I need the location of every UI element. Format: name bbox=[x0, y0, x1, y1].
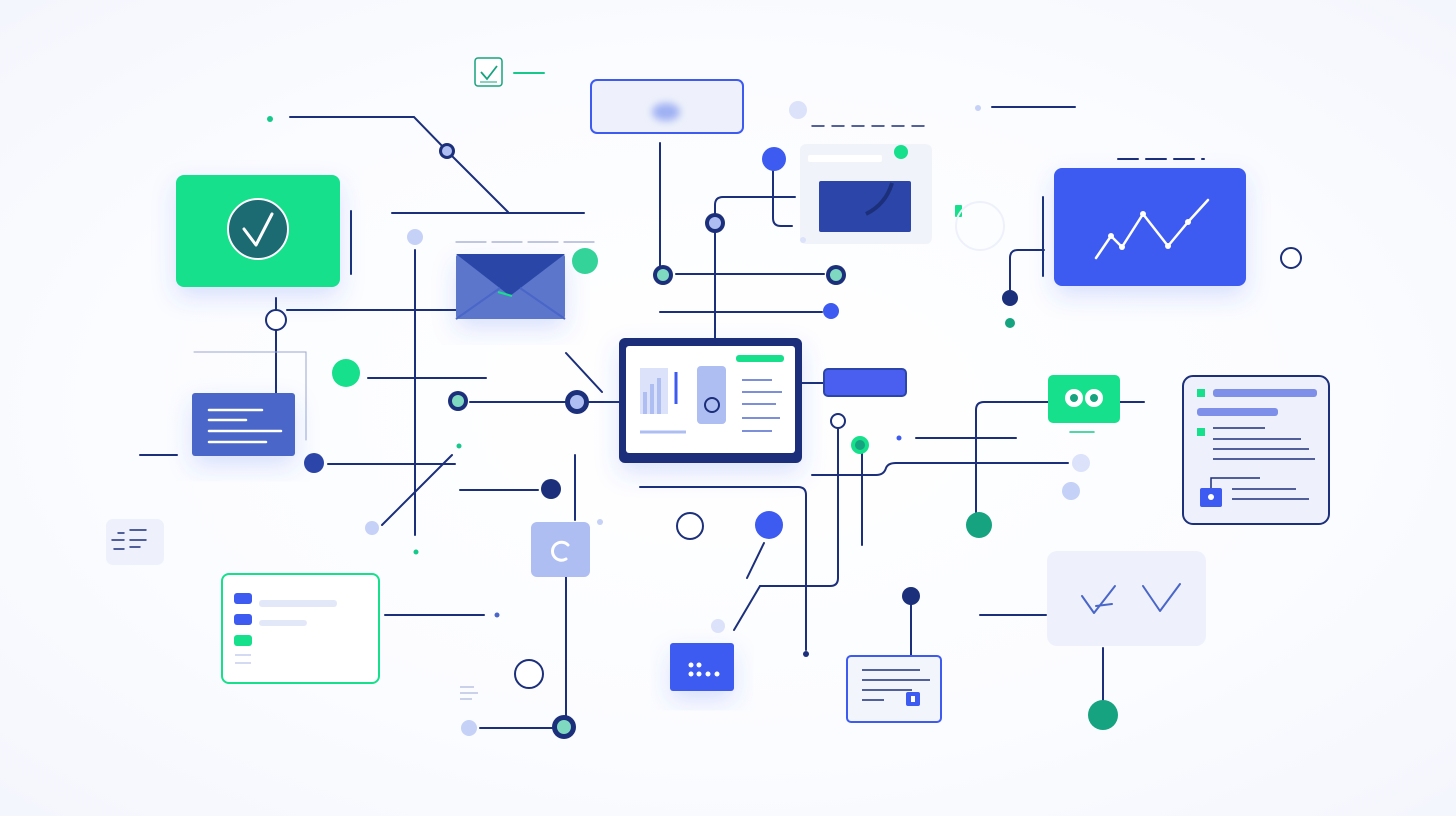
node-dot bbox=[975, 105, 981, 111]
node-dot bbox=[597, 519, 603, 525]
spinner-tile[interactable] bbox=[531, 522, 590, 577]
node-green[interactable] bbox=[894, 145, 908, 159]
toggle-badge[interactable] bbox=[1048, 375, 1120, 423]
node-ring[interactable] bbox=[851, 436, 869, 454]
node-light[interactable] bbox=[365, 521, 379, 535]
checkmark-icon bbox=[227, 198, 289, 260]
node-light[interactable] bbox=[461, 720, 477, 736]
lock-card[interactable] bbox=[846, 655, 942, 723]
node-navy[interactable] bbox=[902, 587, 920, 605]
connector-lines bbox=[139, 72, 1145, 729]
list-icon bbox=[111, 529, 147, 550]
node-hollow[interactable] bbox=[830, 413, 846, 429]
double-check-icon bbox=[1081, 583, 1181, 614]
node-navy[interactable] bbox=[304, 453, 324, 473]
node-ring[interactable] bbox=[826, 265, 846, 285]
node-dot bbox=[896, 435, 902, 441]
connector-line bbox=[639, 486, 807, 651]
connector-line bbox=[733, 427, 839, 631]
checkbox-icon bbox=[480, 65, 498, 83]
toggle-icon bbox=[1065, 389, 1103, 407]
document-card[interactable] bbox=[1182, 375, 1330, 525]
document-icon bbox=[1197, 389, 1317, 507]
glow-blob bbox=[652, 103, 680, 121]
node-navy[interactable] bbox=[1002, 290, 1018, 306]
node-ring[interactable] bbox=[653, 265, 673, 285]
list-card[interactable] bbox=[221, 573, 380, 684]
connector-line bbox=[1009, 249, 1045, 291]
trend-card[interactable] bbox=[1054, 168, 1246, 286]
connector-line bbox=[714, 196, 796, 215]
checklist-icon bbox=[234, 593, 337, 664]
node-hollow[interactable] bbox=[676, 512, 704, 540]
node-hollow[interactable] bbox=[514, 659, 544, 689]
connector-line bbox=[746, 542, 765, 579]
dots-icon bbox=[688, 662, 720, 677]
node-ring[interactable] bbox=[552, 715, 576, 739]
node-green[interactable] bbox=[572, 248, 598, 274]
node-teal[interactable] bbox=[1005, 318, 1015, 328]
node-blue[interactable] bbox=[823, 303, 839, 319]
node-ring[interactable] bbox=[448, 391, 468, 411]
top-card[interactable] bbox=[590, 79, 744, 134]
connector-line bbox=[289, 116, 509, 213]
connector-line bbox=[811, 462, 1069, 476]
text-lines-icon bbox=[207, 408, 283, 444]
envelope-icon bbox=[455, 254, 566, 320]
node-blue[interactable] bbox=[762, 147, 786, 171]
image-card-icon bbox=[819, 181, 911, 232]
node-light[interactable] bbox=[711, 619, 725, 633]
text-mark bbox=[460, 686, 478, 700]
verify-card[interactable] bbox=[176, 175, 340, 287]
thin-line bbox=[193, 351, 307, 441]
lock-icon bbox=[906, 692, 920, 706]
node-light[interactable] bbox=[1062, 482, 1080, 500]
dots-tile[interactable] bbox=[670, 643, 734, 691]
node-hollow[interactable] bbox=[265, 309, 287, 331]
mini-checkbox[interactable] bbox=[474, 57, 503, 87]
blue-button[interactable] bbox=[823, 368, 907, 397]
node-dot bbox=[803, 651, 809, 657]
node-blue[interactable] bbox=[755, 511, 783, 539]
loading-icon bbox=[550, 540, 570, 562]
node-dot bbox=[267, 116, 273, 122]
connector-line bbox=[381, 454, 453, 526]
check-card[interactable] bbox=[1047, 551, 1206, 646]
node-teal[interactable] bbox=[1088, 700, 1118, 730]
node-hollow[interactable] bbox=[1280, 247, 1302, 269]
node-dot bbox=[456, 443, 462, 449]
dashed-lines bbox=[193, 125, 1205, 441]
node-dot bbox=[494, 612, 500, 618]
node-dot bbox=[413, 549, 419, 555]
nodes bbox=[265, 101, 1302, 739]
node-teal[interactable] bbox=[966, 512, 992, 538]
ghost-circle bbox=[955, 201, 1005, 251]
node-light[interactable] bbox=[407, 229, 423, 245]
connector-line bbox=[975, 401, 1051, 513]
dashboard-icon bbox=[640, 355, 784, 434]
node-light[interactable] bbox=[1072, 454, 1090, 472]
node-green[interactable] bbox=[332, 359, 360, 387]
connector-line bbox=[565, 352, 603, 393]
node-ring[interactable] bbox=[439, 143, 455, 159]
connector-line bbox=[772, 170, 793, 227]
text-card[interactable] bbox=[192, 393, 295, 456]
mini-list[interactable] bbox=[106, 519, 164, 565]
node-dot bbox=[800, 237, 806, 243]
node-ring[interactable] bbox=[565, 390, 589, 414]
mail-card[interactable] bbox=[455, 254, 566, 320]
media-card[interactable] bbox=[800, 144, 932, 244]
central-monitor[interactable] bbox=[619, 338, 802, 463]
node-ring[interactable] bbox=[705, 213, 725, 233]
node-navy[interactable] bbox=[541, 479, 561, 499]
node-light[interactable] bbox=[789, 101, 807, 119]
